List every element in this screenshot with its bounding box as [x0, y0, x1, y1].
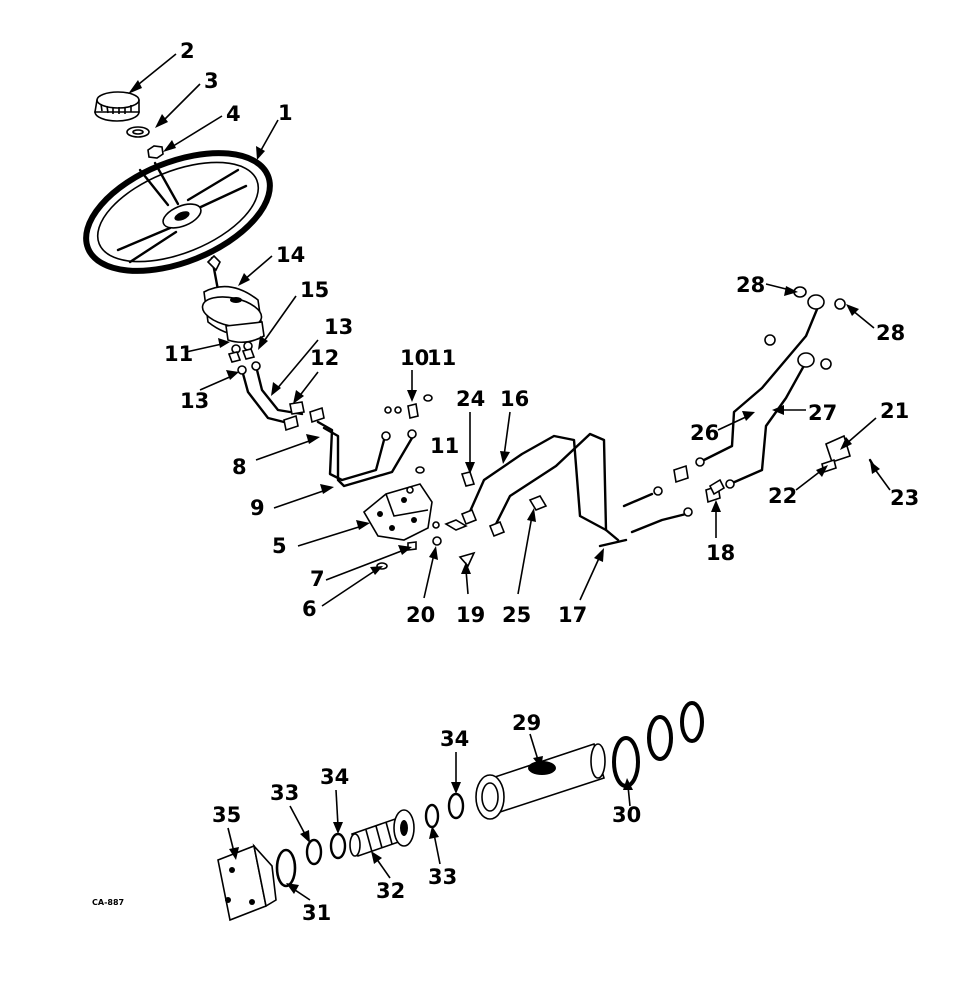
callout-10: 10: [400, 346, 429, 370]
part-long-tubes: [460, 432, 693, 548]
part-tube-clips: [460, 471, 548, 511]
callout-4: 4: [226, 102, 241, 126]
callout-32: 32: [376, 879, 405, 903]
callout-15: 15: [300, 278, 329, 302]
callout-27: 27: [808, 401, 837, 425]
callout-7: 7: [310, 567, 325, 591]
part-end-cover: [217, 843, 277, 922]
leader-lines: [128, 53, 891, 901]
callout-20: 20: [406, 603, 435, 627]
callout-11-a: 11: [164, 342, 193, 366]
callout-6: 6: [302, 597, 317, 621]
callout-21: 21: [880, 399, 909, 423]
part-valve-body: [362, 483, 433, 541]
part-steering-wheel: [83, 150, 273, 274]
callout-31: 31: [302, 901, 331, 925]
part-o-ring-fittings: [227, 341, 256, 363]
callout-18: 18: [706, 541, 735, 565]
part-sleeve: [475, 742, 606, 820]
callout-34-b: 34: [440, 727, 469, 751]
figure-code: CA-887: [92, 898, 124, 907]
callout-11-c: 11: [430, 434, 459, 458]
part-nut: [147, 145, 164, 159]
callout-34-a: 34: [320, 765, 349, 789]
callout-26: 26: [690, 421, 719, 445]
callout-3: 3: [204, 69, 219, 93]
callout-11-b: 11: [427, 346, 456, 370]
part-spool: [349, 809, 415, 858]
callout-24: 24: [456, 387, 485, 411]
callout-22: 22: [768, 484, 797, 508]
callout-28-a: 28: [736, 273, 765, 297]
callout-30: 30: [612, 803, 641, 827]
callout-13-a: 13: [324, 315, 353, 339]
callout-25: 25: [502, 603, 531, 627]
callout-16: 16: [500, 387, 529, 411]
callout-1: 1: [278, 101, 293, 125]
callout-14: 14: [276, 243, 305, 267]
callout-13-b: 13: [180, 389, 209, 413]
part-steering-pump: [201, 254, 265, 344]
callout-19: 19: [456, 603, 485, 627]
part-horn-cap: [94, 91, 140, 122]
callout-labels: 1 2 3 4 5 6 7 8 9 10 11 11 11 12 13 13 1…: [92, 39, 919, 925]
part-washer: [126, 126, 150, 138]
part-pressure-tubes: [316, 394, 433, 488]
part-return-tubes: [695, 286, 846, 489]
callout-23: 23: [890, 486, 919, 510]
callout-28-b: 28: [876, 321, 905, 345]
callout-29: 29: [512, 711, 541, 735]
callout-33-b: 33: [428, 865, 457, 889]
callout-5: 5: [272, 534, 287, 558]
part-back-up-rings: [612, 701, 704, 788]
callout-8: 8: [232, 455, 247, 479]
part-connector-fittings: [673, 464, 726, 504]
callout-17: 17: [558, 603, 587, 627]
callout-9: 9: [250, 496, 265, 520]
callout-12: 12: [310, 346, 339, 370]
callout-2: 2: [180, 39, 195, 63]
part-small-tubes: [237, 361, 325, 432]
callout-33-a: 33: [270, 781, 299, 805]
callout-35: 35: [212, 803, 241, 827]
